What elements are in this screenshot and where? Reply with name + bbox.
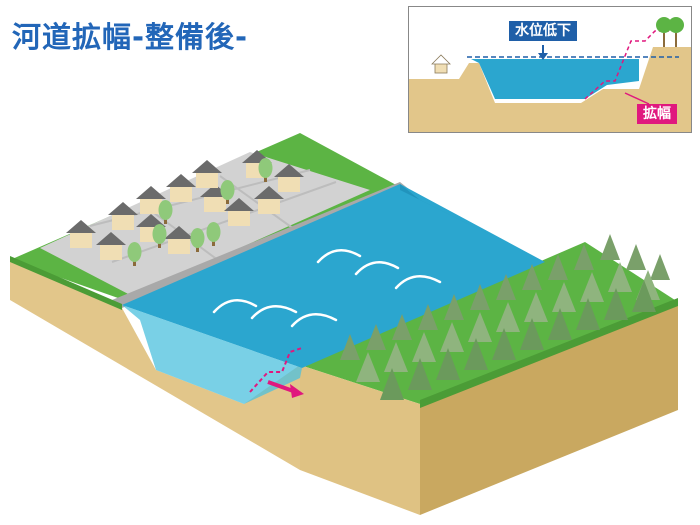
house-icon xyxy=(274,164,304,192)
tree-icon xyxy=(206,222,221,246)
tree-icon xyxy=(152,224,167,248)
arrow-right-icon xyxy=(267,380,304,398)
page-title: 河道拡幅-整備後- xyxy=(12,20,249,54)
lot-trees xyxy=(127,158,273,266)
grass-edge-left xyxy=(10,256,122,310)
house-icon xyxy=(108,202,138,230)
earth-front-right xyxy=(300,365,420,515)
inset-diagram xyxy=(409,17,691,132)
house-icon xyxy=(96,232,126,260)
earth-side-right xyxy=(420,302,678,515)
house-icon xyxy=(66,220,96,248)
widening-label: 拡幅 xyxy=(637,104,677,124)
inset-cross-section: 水位低下 拡幅 xyxy=(408,6,692,133)
arrow-down-icon xyxy=(538,45,548,60)
tree-icon xyxy=(158,200,173,224)
widening-dashed-line xyxy=(249,347,303,393)
tree-icon xyxy=(656,17,684,47)
house-icon xyxy=(136,186,166,214)
house-icon xyxy=(166,174,196,202)
forest xyxy=(340,234,670,400)
tree-icon xyxy=(220,180,235,204)
water-waves xyxy=(212,249,442,328)
house-icon xyxy=(192,160,222,188)
house-icon xyxy=(164,226,194,254)
river-water-front xyxy=(122,305,302,404)
grass-edge-right xyxy=(420,298,678,408)
river-water-surface xyxy=(122,184,545,368)
earth-front-left xyxy=(10,260,300,470)
tree-icon xyxy=(258,158,273,182)
house-icon xyxy=(431,54,451,74)
house-icon xyxy=(254,186,284,214)
tree-icon xyxy=(190,228,205,252)
house-icon xyxy=(224,198,254,226)
tree-icon xyxy=(127,242,142,266)
water-level-drop-label: 水位低下 xyxy=(509,21,577,41)
